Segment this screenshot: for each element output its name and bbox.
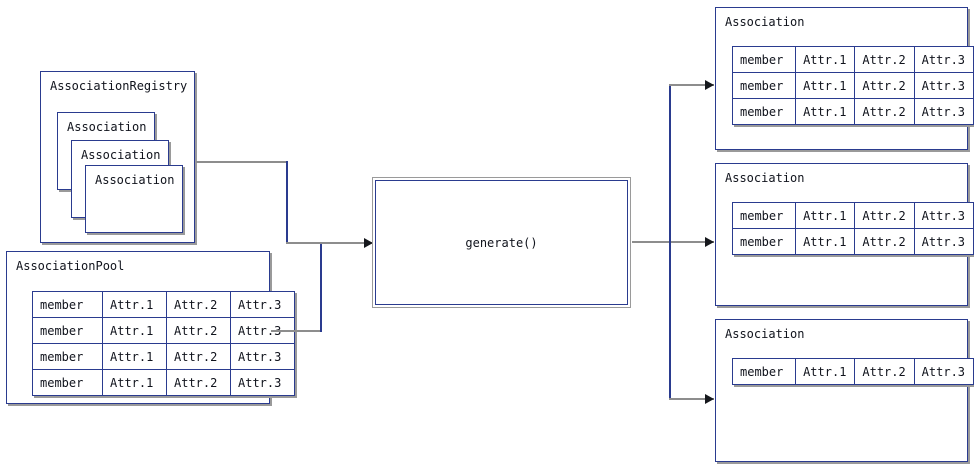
cell-attr1: Attr.1: [102, 343, 167, 370]
cell-attr3: Attr.3: [913, 202, 974, 229]
cell-attr1: Attr.1: [795, 72, 856, 99]
arrow-into-generate-icon: [364, 238, 373, 248]
registry-stacked-association-3[interactable]: Association: [85, 165, 183, 233]
registry-stacked-association-2-label: Association: [81, 148, 161, 162]
registry-stacked-association-3-label: Association: [95, 173, 175, 187]
arrow-into-output-3-icon: [705, 394, 714, 404]
cell-attr1: Attr.1: [102, 317, 167, 344]
cell-attr3: Attr.3: [913, 46, 974, 73]
cell-attr2: Attr.2: [166, 369, 231, 396]
output-association-2-table[interactable]: member Attr.1 Attr.2 Attr.3 member Attr.…: [731, 202, 974, 255]
association-pool-table-body: member Attr.1 Attr.2 Attr.3 member Attr.…: [32, 291, 295, 396]
connector-pool-horizontal: [271, 330, 322, 332]
connector-generate-out-middle: [632, 241, 714, 243]
cell-member: member: [731, 98, 797, 125]
table-row[interactable]: member Attr.1 Attr.2 Attr.3: [731, 72, 974, 99]
generate-process-box[interactable]: generate(): [372, 177, 631, 308]
output-association-3-label: Association: [725, 327, 805, 341]
cell-attr3: Attr.3: [913, 228, 974, 255]
connector-pool-vertical: [320, 242, 322, 332]
cell-member: member: [731, 358, 797, 385]
cell-attr1: Attr.1: [102, 291, 167, 318]
connector-output-spine-vertical: [669, 84, 671, 399]
output-association-1-table-body: member Attr.1 Attr.2 Attr.3 member Attr.…: [731, 46, 974, 125]
generate-process-label: generate(): [465, 235, 538, 250]
cell-member: member: [32, 317, 103, 344]
table-row[interactable]: member Attr.1 Attr.2 Attr.3: [32, 369, 295, 396]
cell-member: member: [731, 46, 797, 73]
table-row[interactable]: member Attr.1 Attr.2 Attr.3: [32, 317, 295, 344]
cell-attr1: Attr.1: [102, 369, 167, 396]
cell-attr2: Attr.2: [854, 46, 915, 73]
cell-attr3: Attr.3: [913, 98, 974, 125]
output-association-3-box[interactable]: Association: [715, 319, 968, 462]
table-row[interactable]: member Attr.1 Attr.2 Attr.3: [731, 46, 974, 73]
connector-merge-to-generate: [286, 242, 373, 244]
output-association-3-table-body: member Attr.1 Attr.2 Attr.3: [731, 358, 974, 385]
output-association-1-table[interactable]: member Attr.1 Attr.2 Attr.3 member Attr.…: [731, 46, 974, 125]
cell-attr1: Attr.1: [795, 358, 856, 385]
cell-attr2: Attr.2: [854, 228, 915, 255]
cell-attr3: Attr.3: [230, 291, 295, 318]
generate-process-inner: generate(): [375, 180, 628, 305]
cell-member: member: [731, 72, 797, 99]
cell-attr1: Attr.1: [795, 228, 856, 255]
association-pool-label: AssociationPool: [16, 259, 125, 273]
connector-branch-output-3: [669, 398, 714, 400]
cell-attr2: Attr.2: [854, 72, 915, 99]
cell-member: member: [32, 291, 103, 318]
output-association-1-label: Association: [725, 15, 805, 29]
registry-stacked-association-1-label: Association: [67, 120, 147, 134]
cell-attr2: Attr.2: [854, 202, 915, 229]
cell-attr2: Attr.2: [166, 291, 231, 318]
table-row[interactable]: member Attr.1 Attr.2 Attr.3: [32, 343, 295, 370]
cell-attr3: Attr.3: [230, 343, 295, 370]
arrow-into-output-1-icon: [705, 80, 714, 90]
output-association-2-table-body: member Attr.1 Attr.2 Attr.3 member Attr.…: [731, 202, 974, 255]
cell-attr1: Attr.1: [795, 46, 856, 73]
output-association-2-label: Association: [725, 171, 805, 185]
cell-member: member: [32, 369, 103, 396]
cell-attr3: Attr.3: [913, 358, 974, 385]
cell-attr3: Attr.3: [913, 72, 974, 99]
cell-attr2: Attr.2: [166, 343, 231, 370]
connector-registry-horizontal: [196, 161, 288, 163]
table-row[interactable]: member Attr.1 Attr.2 Attr.3: [731, 202, 974, 229]
association-registry-label: AssociationRegistry: [50, 79, 188, 93]
table-row[interactable]: member Attr.1 Attr.2 Attr.3: [731, 228, 974, 255]
arrow-into-output-2-icon: [705, 237, 714, 247]
table-row[interactable]: member Attr.1 Attr.2 Attr.3: [731, 358, 974, 385]
output-association-3-table[interactable]: member Attr.1 Attr.2 Attr.3: [731, 358, 974, 385]
cell-attr1: Attr.1: [795, 98, 856, 125]
cell-member: member: [731, 228, 797, 255]
cell-attr2: Attr.2: [166, 317, 231, 344]
table-row[interactable]: member Attr.1 Attr.2 Attr.3: [731, 98, 974, 125]
cell-member: member: [32, 343, 103, 370]
cell-attr3: Attr.3: [230, 369, 295, 396]
association-pool-table[interactable]: member Attr.1 Attr.2 Attr.3 member Attr.…: [32, 291, 295, 396]
connector-branch-output-1: [669, 84, 714, 86]
cell-attr2: Attr.2: [854, 358, 915, 385]
connector-registry-vertical: [286, 161, 288, 243]
cell-member: member: [731, 202, 797, 229]
table-row[interactable]: member Attr.1 Attr.2 Attr.3: [32, 291, 295, 318]
cell-attr2: Attr.2: [854, 98, 915, 125]
cell-attr1: Attr.1: [795, 202, 856, 229]
